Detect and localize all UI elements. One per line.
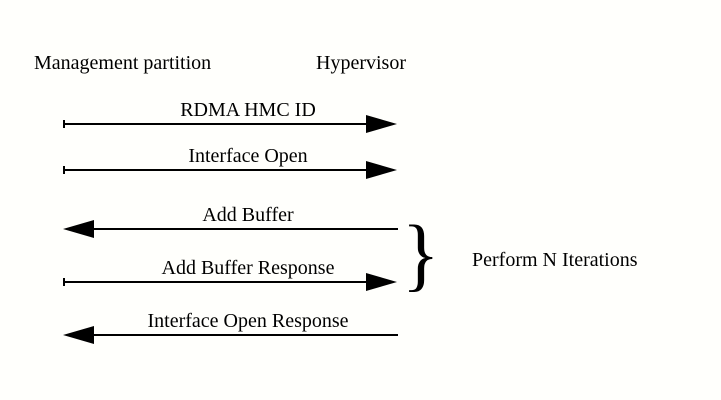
message-line bbox=[63, 123, 368, 125]
message-label-add-buffer-response: Add Buffer Response bbox=[161, 257, 335, 279]
line-start-tick bbox=[63, 278, 65, 286]
arrow-right-icon bbox=[366, 161, 397, 179]
message-line bbox=[92, 334, 398, 336]
message-label-rdma-hmc-id: RDMA HMC ID bbox=[180, 99, 316, 121]
message-line bbox=[63, 169, 368, 171]
actor-management-partition: Management partition bbox=[34, 52, 212, 74]
group-brace-icon: } bbox=[402, 208, 440, 299]
message-label-interface-open: Interface Open bbox=[188, 145, 308, 167]
arrow-left-icon bbox=[63, 326, 94, 344]
line-start-tick bbox=[63, 120, 65, 128]
group-label-perform-n-iterations: Perform N Iterations bbox=[472, 249, 638, 271]
arrow-left-icon bbox=[63, 220, 94, 238]
message-label-add-buffer: Add Buffer bbox=[202, 204, 294, 226]
message-label-interface-open-response: Interface Open Response bbox=[147, 310, 349, 332]
arrow-right-icon bbox=[366, 115, 397, 133]
line-start-tick bbox=[63, 166, 65, 174]
arrow-right-icon bbox=[366, 273, 397, 291]
message-line bbox=[92, 228, 398, 230]
message-line bbox=[63, 281, 368, 283]
actor-hypervisor: Hypervisor bbox=[316, 52, 406, 74]
